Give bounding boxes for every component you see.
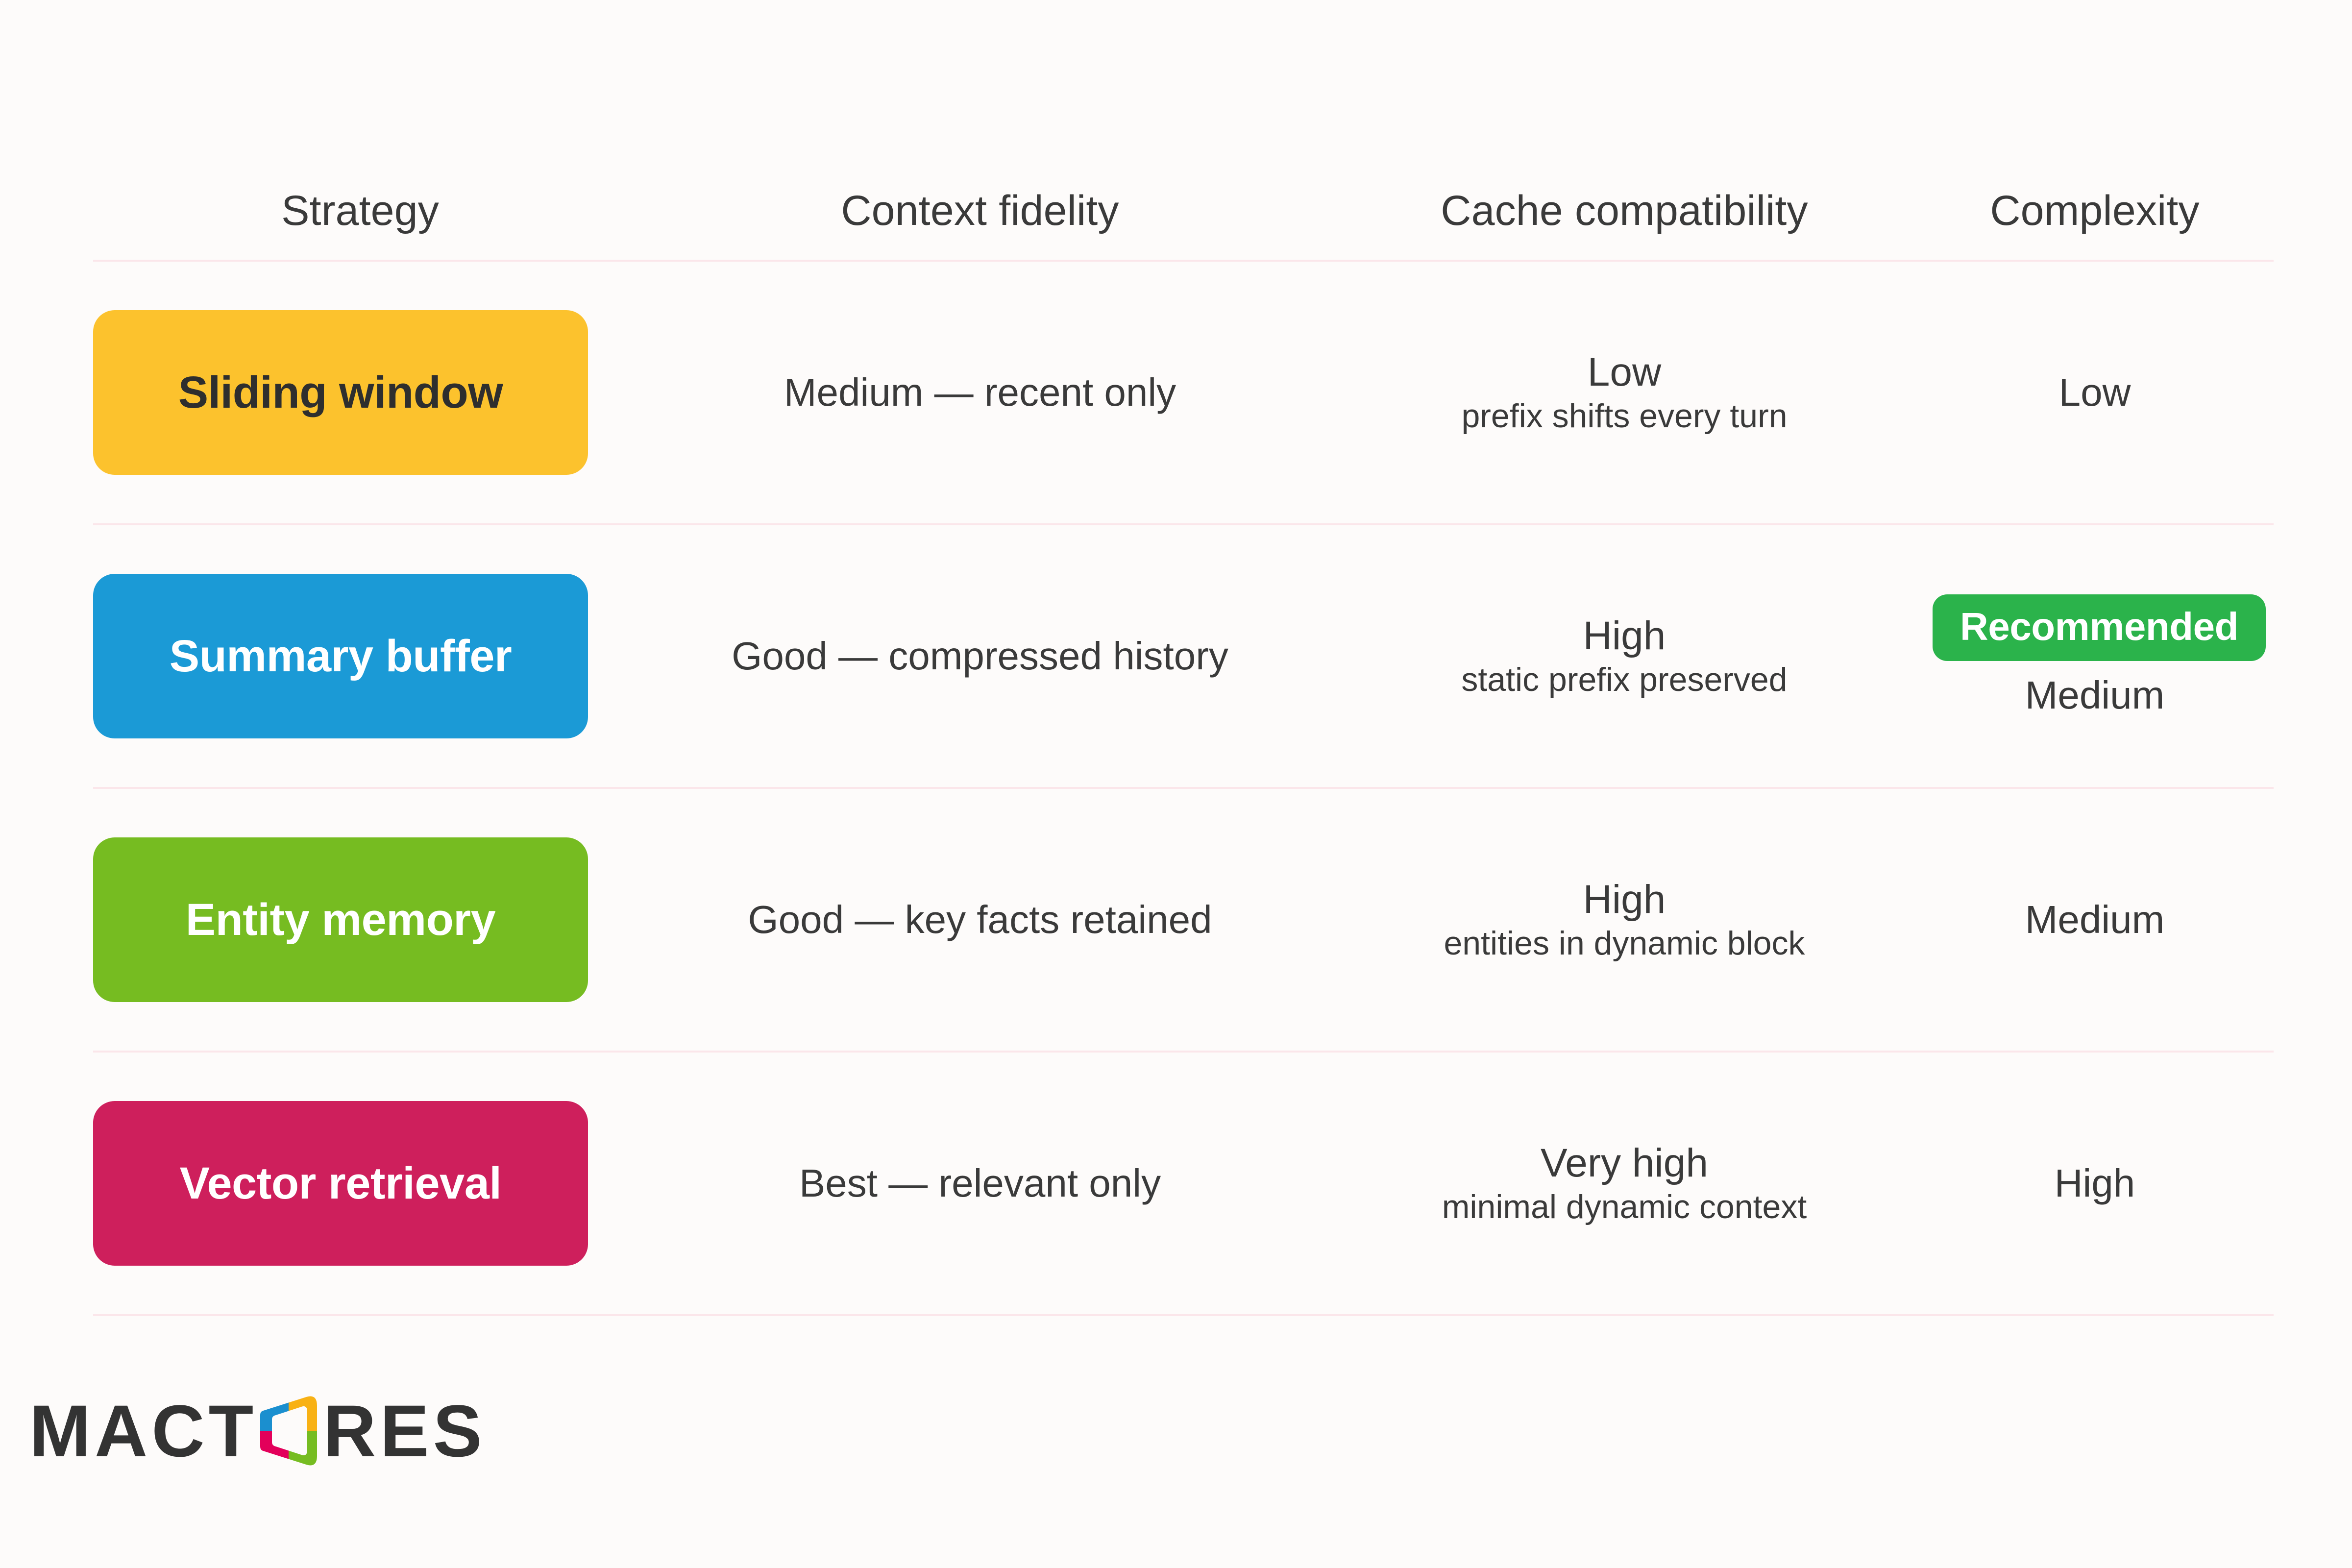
logo-text-right: RES [323,1390,486,1472]
table-row: Sliding window Medium — recent only Low … [93,262,2274,523]
cache-note: prefix shifts every turn [1461,397,1788,435]
cache-compatibility-cell: Low prefix shifts every turn [1333,351,1916,434]
cache-compatibility-cell: Very high minimal dynamic context [1333,1142,1916,1225]
strategy-cell: Vector retrieval [93,1101,627,1266]
column-header-strategy: Strategy [281,187,439,234]
table-row: Entity memory Good — key facts retained … [93,789,2274,1051]
logo-text-left: MACT [29,1390,258,1472]
comparison-table: Strategy Context fidelity Cache compatib… [93,162,2274,1316]
strategy-badge-vector-retrieval[interactable]: Vector retrieval [93,1101,588,1266]
brand-logo: MACT RES [29,1387,486,1475]
cache-rating: Very high [1541,1140,1708,1185]
strategy-cell: Summary buffer [93,574,627,738]
complexity-cell: Recommended Medium [1916,594,2274,718]
table-row: Vector retrieval Best — relevant only Ve… [93,1053,2274,1314]
strategy-badge-sliding-window[interactable]: Sliding window [93,310,588,475]
strategy-badge-entity-memory[interactable]: Entity memory [93,837,588,1002]
cache-note: static prefix preserved [1461,661,1788,699]
cache-note: minimal dynamic context [1442,1188,1807,1226]
recommended-badge[interactable]: Recommended [1933,594,2266,661]
cache-compatibility-cell: High entities in dynamic block [1333,877,1916,962]
row-divider [93,1314,2274,1316]
strategy-cell: Sliding window [93,310,627,475]
context-fidelity-value: Medium — recent only [784,370,1176,414]
context-fidelity-value: Good — key facts retained [748,898,1212,941]
context-fidelity-value: Good — compressed history [732,634,1228,678]
cache-compatibility-cell: High static prefix preserved [1333,613,1916,699]
column-header-context-fidelity: Context fidelity [841,187,1119,234]
complexity-value: Medium [2025,898,2165,941]
cache-rating: High [1583,877,1666,922]
row-divider [93,523,2274,525]
context-fidelity-value: Best — relevant only [799,1161,1161,1205]
complexity-cell: Low [1916,370,2274,415]
complexity-cell: High [1916,1161,2274,1206]
complexity-value: Low [2058,370,2131,414]
table-header-row: Strategy Context fidelity Cache compatib… [93,162,2274,260]
complexity-value: Medium [2025,673,2165,717]
table-row: Summary buffer Good — compressed history… [93,525,2274,787]
header-divider [93,260,2274,262]
row-divider [93,1051,2274,1053]
cache-rating: Low [1587,349,1662,394]
cache-rating: High [1583,613,1666,658]
mactores-o-mark-icon [259,1394,318,1468]
cache-note: entities in dynamic block [1444,925,1805,962]
row-divider [93,787,2274,789]
complexity-value: High [2054,1161,2135,1205]
strategy-cell: Entity memory [93,837,627,1002]
column-header-complexity: Complexity [1990,187,2200,234]
column-header-cache-compatibility: Cache compatibility [1441,187,1808,234]
strategy-badge-summary-buffer[interactable]: Summary buffer [93,574,588,738]
complexity-cell: Medium [1916,897,2274,942]
